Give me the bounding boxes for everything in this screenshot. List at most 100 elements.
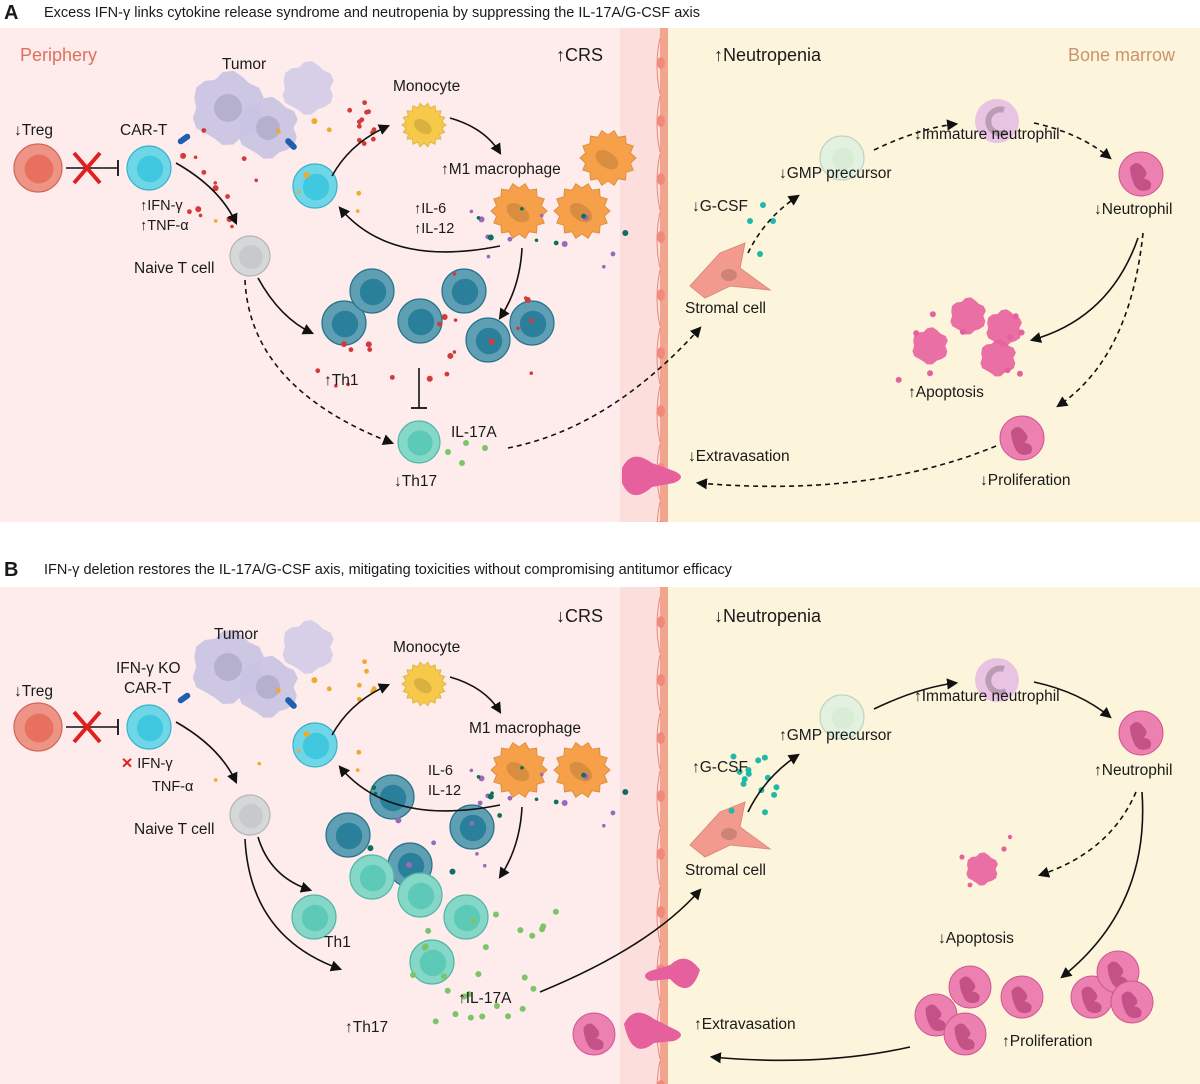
gcsf-dot <box>770 218 776 224</box>
cell-nucleus <box>24 154 54 184</box>
th1-cell <box>349 268 395 314</box>
cell-nucleus <box>519 310 547 338</box>
il6-dot <box>482 863 487 868</box>
ifng-dot <box>315 368 321 374</box>
gcsf-dot <box>736 768 743 775</box>
tnfa-dot <box>213 219 218 223</box>
cytokine-dot <box>364 668 369 674</box>
m1-macrophage-cell <box>490 182 548 240</box>
apoptotic-fragment <box>929 311 936 318</box>
apoptotic-fragment <box>927 370 934 377</box>
gcsf-dot <box>745 767 752 774</box>
extravasation-label: ↑Extravasation <box>694 1016 796 1033</box>
monocyte-label: Monocyte <box>393 78 461 95</box>
arrow-neutrophil-to-proliferation <box>1056 232 1144 408</box>
arrow-monocyte-to-macrophage <box>449 676 502 714</box>
proliferating-neutrophil <box>948 965 992 1009</box>
ifng-text: IFN-γ <box>137 756 173 772</box>
ifng-dot <box>441 313 448 320</box>
immature-nucleus <box>985 665 1008 696</box>
cell-nucleus <box>506 761 530 782</box>
cytokine-dot <box>356 123 362 129</box>
ifng-dot <box>334 384 338 388</box>
apoptotic-fragment <box>1001 846 1007 852</box>
gcsf-dot <box>728 807 735 814</box>
proliferating-neutrophil <box>943 1012 987 1056</box>
apoptotic-fragment <box>1007 834 1013 840</box>
arrow-macrophage-to-th1 <box>498 247 523 320</box>
cell-nucleus <box>359 864 387 892</box>
th1-cell <box>369 774 415 820</box>
panel-letter: B <box>4 558 19 581</box>
cell-nucleus <box>301 904 329 932</box>
il6-dot <box>539 772 544 777</box>
treg-label: ↓Treg <box>14 122 54 139</box>
endothelial-nucleus <box>657 57 665 69</box>
neutrophil-label: ↑Neutrophil <box>1094 762 1173 779</box>
endothelial-nucleus <box>657 906 665 918</box>
ifng-dot <box>341 341 348 348</box>
ifng-dot <box>230 224 234 229</box>
tnfa-dot <box>355 768 360 772</box>
il17a-label: IL-17A <box>451 424 497 441</box>
ifng-dot <box>198 213 203 218</box>
ifng-dot <box>348 347 354 353</box>
il12-dot <box>581 213 586 219</box>
ifng-dot <box>254 178 259 183</box>
cell-nucleus <box>832 148 854 170</box>
naive-t-cell <box>229 235 271 277</box>
th17-cell <box>291 894 337 940</box>
periphery-background <box>0 28 660 522</box>
arrow-stromal-to-gmp <box>747 194 800 254</box>
cell-nucleus <box>1129 722 1152 750</box>
arrow-cart-to-naive <box>175 721 238 785</box>
stromal-cell-label: Stromal cell <box>685 862 766 879</box>
th17-label: ↓Th17 <box>394 473 438 490</box>
il17a-dot <box>444 987 451 994</box>
extravasating-neutrophil <box>645 958 700 989</box>
gcsf-dot <box>771 791 778 798</box>
arrow-stromal-to-gmp <box>747 753 800 813</box>
car-t-cell-engaged <box>292 163 338 209</box>
il6-dot <box>507 795 513 801</box>
tumor-nucleus <box>256 675 280 699</box>
tnfa-dot <box>311 677 318 684</box>
gmp-precursor-label: ↑GMP precursor <box>779 727 892 744</box>
il12-dot <box>497 813 503 818</box>
il17a-dot <box>492 911 499 918</box>
endothelial-cell <box>656 327 661 385</box>
cell-nucleus <box>453 904 481 932</box>
cart-label-line1: IFN-γ KO <box>116 660 181 677</box>
il12-dot <box>622 230 629 237</box>
cell-nucleus <box>379 784 407 812</box>
il12-dot <box>581 772 586 778</box>
endothelial-cell <box>656 95 661 153</box>
apoptosis-label: ↓Apoptosis <box>938 930 1014 947</box>
tnfa-dot <box>296 190 301 194</box>
cart-label-line2: CAR-T <box>124 680 172 697</box>
knockout-x-icon: ✕ <box>121 756 134 772</box>
cell-nucleus <box>1081 986 1102 1014</box>
tnfa-dot <box>275 129 281 134</box>
tumor-cell-dying <box>282 620 334 674</box>
endothelial-cell <box>656 269 661 327</box>
vessel-wall <box>660 587 668 1084</box>
il12-dot <box>487 793 494 800</box>
panel-a: Periphery Bone marrow ↑CRS ↑Neutropenia … <box>0 28 1200 522</box>
arrow-macrophage-to-th1 <box>498 806 523 879</box>
gcsf-dot <box>741 776 748 783</box>
panel-b-graphics <box>0 587 1200 1084</box>
panel-title: IFN-γ deletion restores the IL-17A/G-CSF… <box>44 562 732 578</box>
il6-label: ↑IL-6 <box>414 201 447 217</box>
il6-dot <box>610 251 616 257</box>
m1-macrophage-label: M1 macrophage <box>469 720 582 737</box>
arrow-neutrophil-to-apoptosis <box>1029 237 1139 343</box>
panel-letter: A <box>4 1 19 24</box>
gcsf-dot <box>760 202 766 208</box>
gcsf-dot <box>773 784 780 791</box>
gmp-precursor-label: ↓GMP precursor <box>779 165 892 182</box>
endothelial-nucleus <box>657 674 665 686</box>
ifng-dot <box>426 375 433 382</box>
il17a-dot <box>519 1005 526 1012</box>
il6-dot <box>469 820 475 826</box>
